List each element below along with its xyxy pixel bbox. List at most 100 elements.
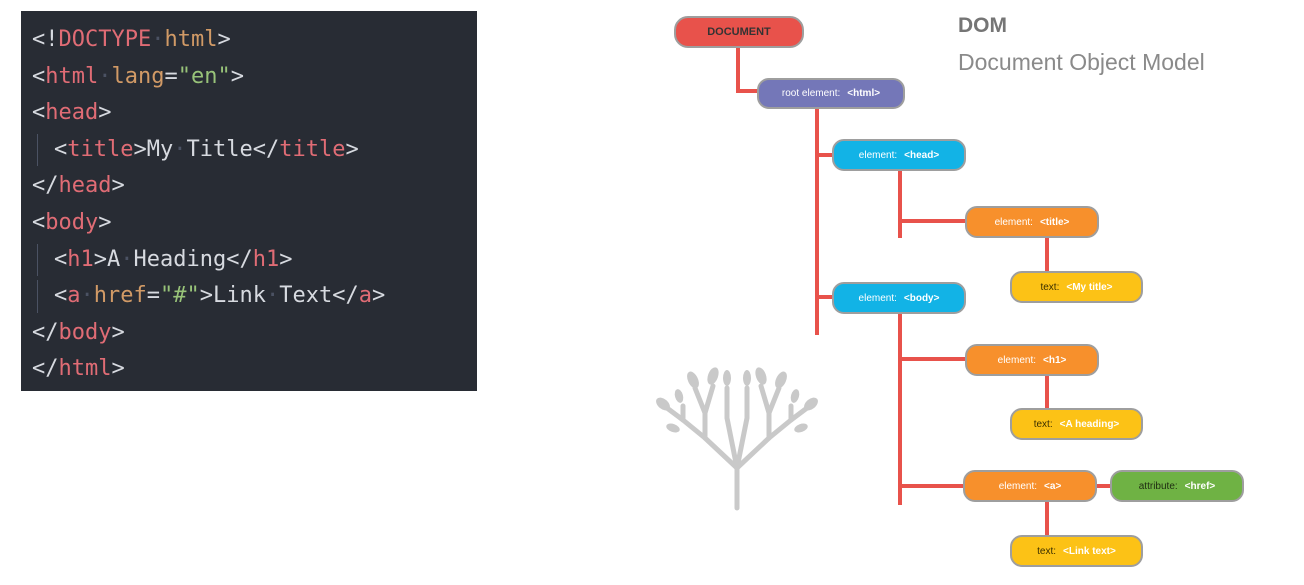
- code-token: >: [111, 319, 125, 345]
- code-line: </head>: [32, 168, 477, 205]
- title-node-tag: <title>: [1039, 216, 1070, 228]
- code-line: <!DOCTYPEhtml>: [32, 22, 477, 59]
- code-token: </: [32, 356, 59, 382]
- connector-document-to-html: [736, 89, 758, 93]
- code-line: <htmllang="en">: [32, 59, 477, 96]
- code-line: <title>MyTitle</title>: [32, 132, 477, 169]
- connector-body-trunk: [898, 311, 902, 505]
- indent-guide: [37, 243, 38, 277]
- code-token: >: [98, 100, 112, 126]
- code-token: >: [111, 173, 125, 199]
- code-line: <head>: [32, 95, 477, 132]
- document-node-label: DOCUMENT: [707, 26, 771, 38]
- code-token: A: [107, 246, 121, 272]
- whitespace-dot: [173, 137, 186, 162]
- whitespace-dot: [81, 283, 94, 308]
- h1-node-label: element:: [997, 354, 1036, 366]
- body-node-tag: <body>: [903, 292, 940, 304]
- indent-guide: [37, 133, 38, 167]
- code-token: head: [45, 100, 99, 126]
- code-token: <: [54, 283, 68, 309]
- code-token: html: [58, 356, 112, 382]
- code-token: >: [98, 209, 112, 235]
- h1-text-node: text: <A heading>: [1010, 408, 1143, 440]
- code-token: >: [111, 356, 125, 382]
- code-token: href: [93, 283, 147, 309]
- code-token: >: [93, 246, 107, 272]
- code-token: </: [32, 319, 59, 345]
- code-token: DOCTYPE: [58, 27, 152, 52]
- code-token: title: [279, 136, 346, 162]
- code-token: h1: [252, 246, 280, 272]
- connector-head-to-title: [898, 219, 966, 223]
- code-token: =: [164, 63, 178, 89]
- code-token: >: [217, 27, 231, 52]
- h1-text-node-tag: <A heading>: [1059, 418, 1120, 430]
- code-token: >: [371, 283, 386, 309]
- connector-h1-down: [1045, 374, 1049, 409]
- href-node-label: attribute:: [1138, 480, 1178, 492]
- head-node-tag: <head>: [904, 149, 940, 161]
- title-text-node: text: <My title>: [1010, 271, 1143, 303]
- code-token: <: [32, 63, 46, 89]
- connector-a-to-href: [1096, 484, 1112, 488]
- code-token: My: [146, 136, 174, 162]
- code-token: </: [252, 136, 280, 162]
- code-token: body: [45, 209, 99, 235]
- whitespace-dot: [266, 283, 279, 308]
- h1-node-tag: <h1>: [1043, 354, 1067, 366]
- a-node-label: element:: [998, 480, 1038, 492]
- code-token: </: [332, 283, 359, 309]
- code-line: <body>: [32, 205, 477, 242]
- title-node: element: <title>: [965, 206, 1099, 238]
- connector-body-to-h1: [898, 357, 966, 361]
- code-line: <ahref="#">LinkText</a>: [32, 278, 477, 315]
- code-token: <!: [32, 27, 59, 52]
- document-node: DOCUMENT: [674, 16, 804, 48]
- title-text-node-tag: <My title>: [1066, 281, 1113, 293]
- indent-guide: [37, 280, 38, 313]
- code-token: >: [230, 63, 244, 89]
- code-token: <: [54, 136, 68, 162]
- code-token: >: [345, 136, 359, 162]
- whitespace-dot: [98, 64, 111, 89]
- code-token: a: [67, 283, 81, 309]
- a-node: element: <a>: [963, 470, 1097, 502]
- connector-title-down: [1045, 236, 1049, 272]
- code-token: h1: [67, 246, 94, 272]
- href-node-tag: <href>: [1184, 480, 1216, 492]
- html-node: root element: <html>: [757, 78, 905, 109]
- connector-html-trunk: [815, 107, 819, 335]
- code-token: lang: [111, 63, 165, 89]
- a-text-node-tag: <Link text>: [1063, 545, 1116, 557]
- code-token: body: [58, 319, 112, 345]
- tree-icon: [656, 367, 818, 511]
- code-token: <: [54, 246, 68, 272]
- href-attribute-node: attribute: <href>: [1110, 470, 1244, 502]
- code-token: head: [58, 173, 112, 199]
- a-text-node-label: text:: [1037, 545, 1057, 557]
- body-node-label: element:: [858, 292, 897, 304]
- title-text-node-label: text:: [1040, 281, 1060, 293]
- whitespace-dot: [120, 247, 133, 272]
- connector-document-down: [736, 46, 740, 91]
- connector-html-to-head: [815, 153, 833, 157]
- dom-heading: DOM: [958, 14, 1007, 37]
- connector-head-trunk: [898, 169, 902, 238]
- html-node-label: root element:: [781, 88, 841, 99]
- code-token: title: [67, 136, 134, 162]
- connector-body-to-a: [898, 484, 964, 488]
- code-token: "#": [159, 283, 200, 309]
- code-token: Link: [212, 283, 266, 309]
- code-token: <: [32, 209, 46, 235]
- h1-text-node-label: text:: [1033, 418, 1053, 430]
- body-node: element: <body>: [832, 282, 966, 314]
- code-token: "en": [177, 63, 231, 89]
- code-token: Heading: [133, 246, 227, 272]
- code-token: a: [358, 283, 372, 309]
- a-text-node: text: <Link text>: [1010, 535, 1143, 567]
- head-node-label: element:: [858, 149, 898, 161]
- connector-html-to-body: [815, 295, 833, 299]
- code-token: =: [146, 283, 160, 309]
- dom-subheading: Document Object Model: [958, 49, 1205, 75]
